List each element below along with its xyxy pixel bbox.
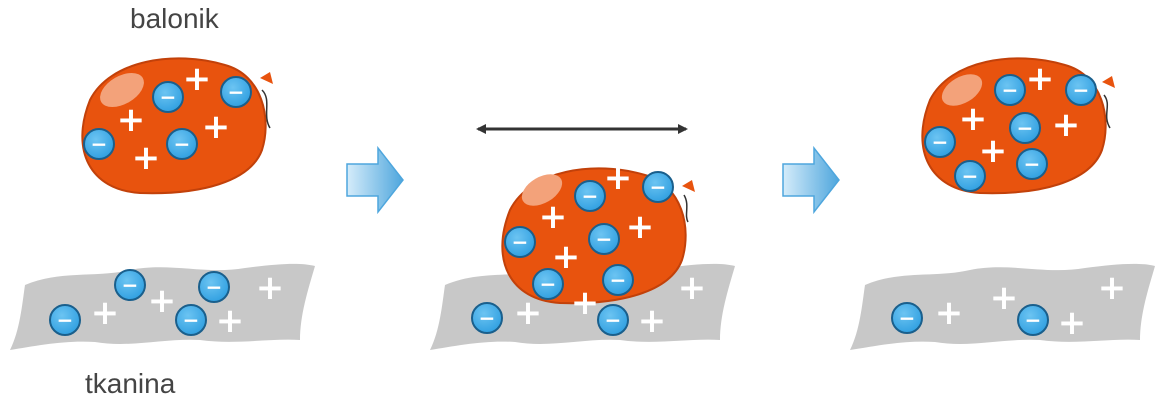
electron: −	[954, 160, 986, 192]
positive-charge: +	[1026, 59, 1055, 99]
electron: −	[924, 126, 956, 158]
electron: −	[1017, 304, 1049, 336]
minus-sign: −	[899, 306, 916, 330]
minus-sign: −	[57, 308, 74, 332]
positive-charge: +	[990, 278, 1019, 318]
minus-sign: −	[1017, 116, 1034, 140]
electron: −	[642, 171, 674, 203]
minus-sign: −	[479, 306, 496, 330]
positive-charge: +	[604, 158, 633, 198]
positive-charge: +	[935, 293, 964, 333]
electron: −	[602, 264, 634, 296]
minus-sign: −	[596, 227, 613, 251]
minus-sign: −	[650, 175, 667, 199]
minus-sign: −	[1073, 78, 1090, 102]
positive-charge: +	[514, 293, 543, 333]
positive-charge: +	[132, 138, 161, 178]
electron: −	[532, 268, 564, 300]
electron: −	[574, 180, 606, 212]
positive-charge: +	[1098, 268, 1127, 308]
minus-sign: −	[932, 130, 949, 154]
electron: −	[1065, 74, 1097, 106]
minus-sign: −	[91, 132, 108, 156]
positive-charge: +	[216, 301, 245, 341]
minus-sign: −	[512, 230, 529, 254]
electron: −	[114, 269, 146, 301]
electron: −	[49, 304, 81, 336]
positive-charge: +	[183, 59, 212, 99]
positive-charge: +	[1058, 303, 1087, 343]
positive-charge: +	[539, 197, 568, 237]
electron: −	[891, 302, 923, 334]
positive-charge: +	[626, 207, 655, 247]
electron: −	[588, 223, 620, 255]
positive-charge: +	[1052, 105, 1081, 145]
minus-sign: −	[122, 273, 139, 297]
electron: −	[166, 128, 198, 160]
electron: −	[175, 304, 207, 336]
positive-charge: +	[979, 131, 1008, 171]
minus-sign: −	[582, 184, 599, 208]
minus-sign: −	[605, 308, 622, 332]
positive-charge: +	[638, 301, 667, 341]
electron: −	[597, 304, 629, 336]
electron: −	[198, 271, 230, 303]
minus-sign: −	[206, 275, 223, 299]
minus-sign: −	[1002, 78, 1019, 102]
electron: −	[994, 74, 1026, 106]
positive-charge: +	[959, 99, 988, 139]
positive-charge: +	[571, 283, 600, 323]
minus-sign: −	[174, 132, 191, 156]
minus-sign: −	[228, 80, 245, 104]
positive-charge: +	[256, 268, 285, 308]
minus-sign: −	[540, 272, 557, 296]
minus-sign: −	[183, 308, 200, 332]
electron: −	[152, 81, 184, 113]
balloon-label: balonik	[130, 3, 219, 34]
minus-sign: −	[1025, 308, 1042, 332]
electron: −	[1016, 148, 1048, 180]
electron: −	[83, 128, 115, 160]
positive-charge: +	[148, 281, 177, 321]
right-arrow-icon	[346, 145, 404, 215]
positive-charge: +	[202, 107, 231, 147]
minus-sign: −	[610, 268, 627, 292]
right-arrow-icon	[782, 145, 840, 215]
positive-charge: +	[91, 293, 120, 333]
cloth-1	[10, 263, 315, 350]
positive-charge: +	[552, 237, 581, 277]
electron: −	[1009, 112, 1041, 144]
electron: −	[504, 226, 536, 258]
minus-sign: −	[1024, 152, 1041, 176]
electron: −	[220, 76, 252, 108]
balloon-1	[81, 57, 273, 195]
positive-charge: +	[117, 100, 146, 140]
positive-charge: +	[678, 268, 707, 308]
minus-sign: −	[160, 85, 177, 109]
cloth-label: tkanina	[85, 368, 176, 399]
cloth-3	[850, 263, 1155, 350]
electron: −	[471, 302, 503, 334]
minus-sign: −	[962, 164, 979, 188]
